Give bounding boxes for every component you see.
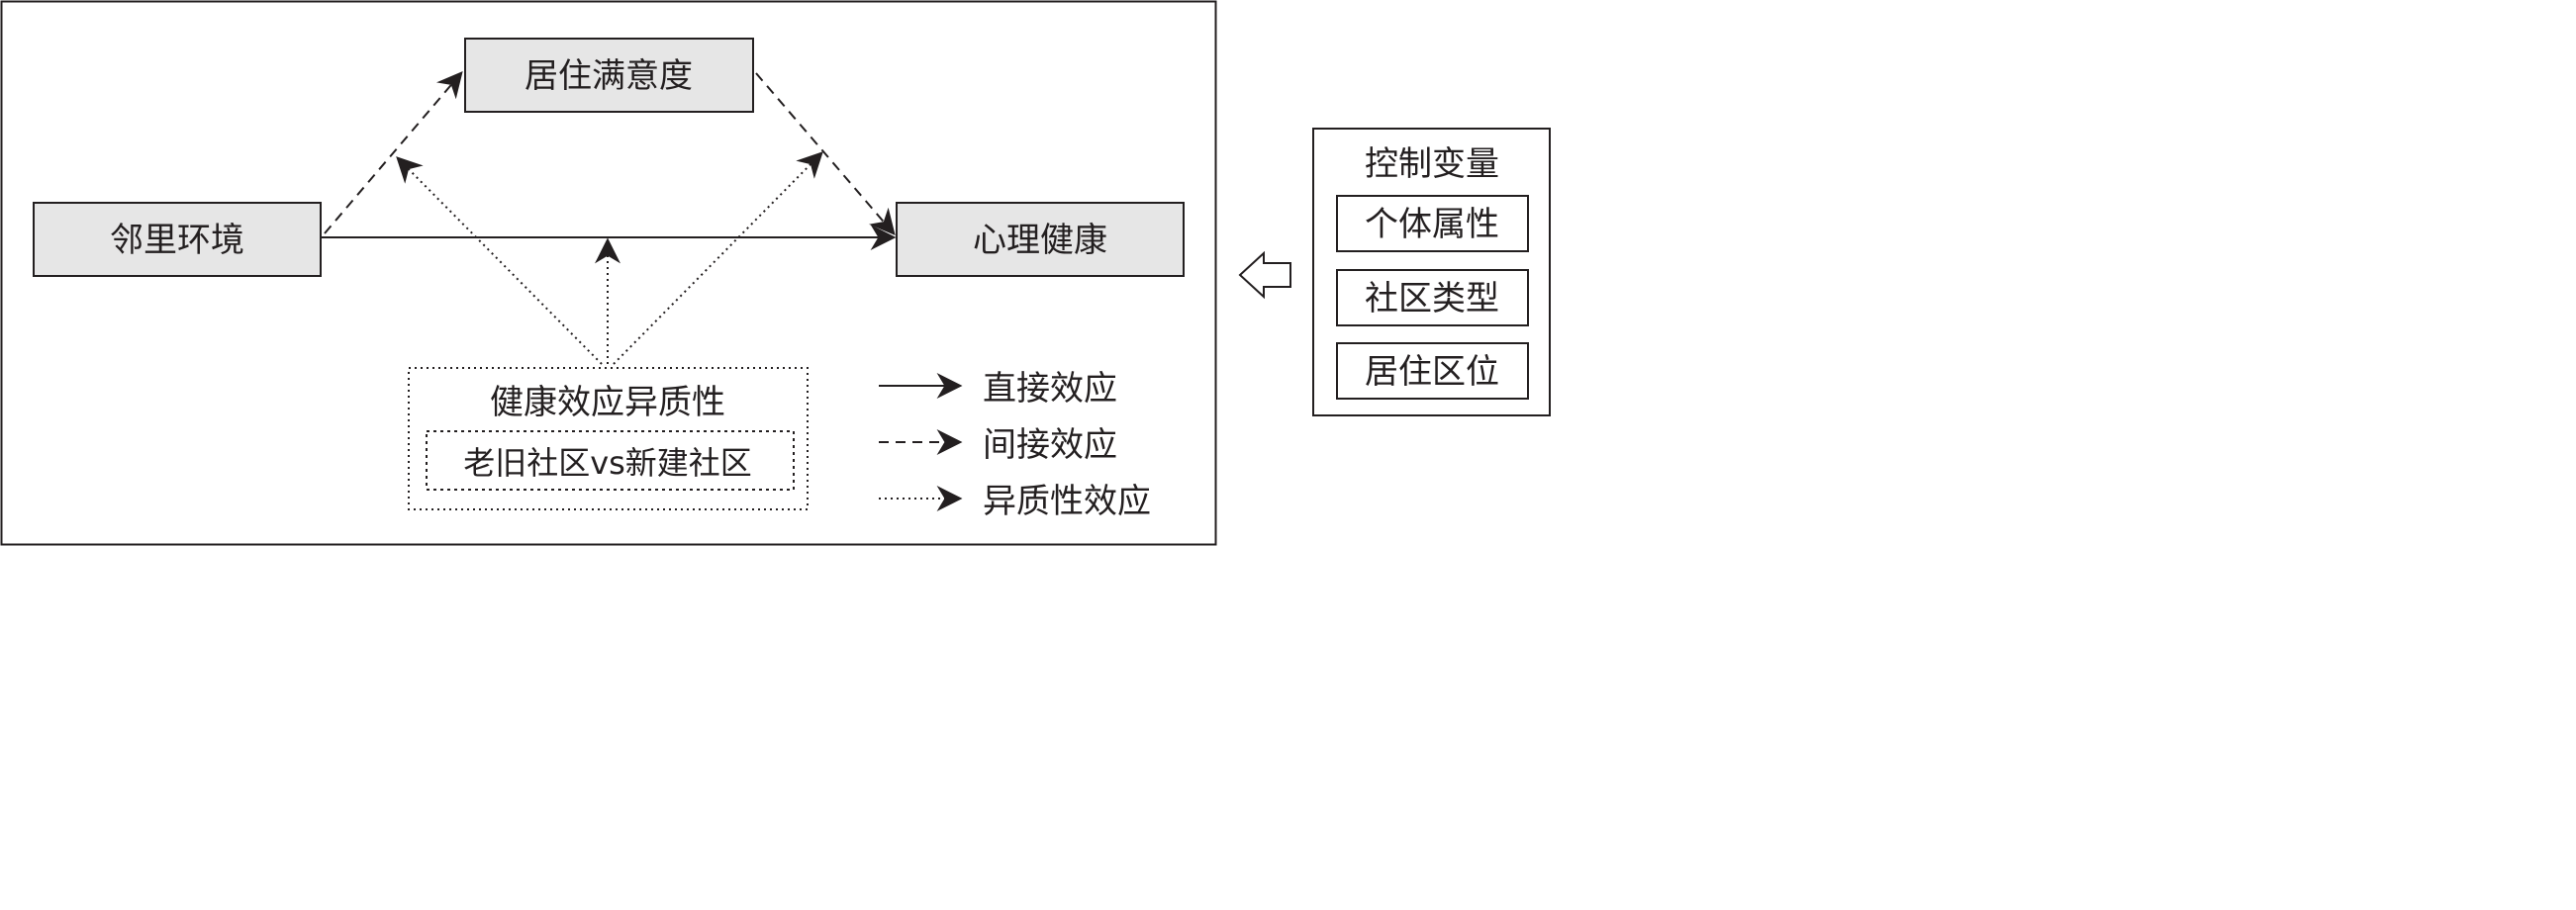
framework-diagram: 居住满意度 邻里环境 心理健康 健康效应异质性 老旧社区vs新建社区 直接效应 … bbox=[0, 0, 1551, 546]
node-residential-satisfaction-label: 居住满意度 bbox=[525, 56, 693, 96]
node-neighborhood-environment: 邻里环境 bbox=[33, 202, 322, 277]
arrow-indirect-to-mental-health bbox=[755, 72, 896, 235]
hollow-arrow-left-icon bbox=[1238, 250, 1291, 300]
control-item-community-type: 社区类型 bbox=[1365, 279, 1499, 318]
node-neighborhood-environment-label: 邻里环境 bbox=[110, 221, 244, 260]
comparison-box bbox=[426, 430, 795, 491]
comparison-label: 老旧社区vs新建社区 bbox=[463, 444, 752, 482]
control-item-box bbox=[1336, 342, 1529, 400]
control-item-box bbox=[1336, 195, 1529, 252]
node-mental-health-label: 心理健康 bbox=[973, 221, 1107, 260]
node-residential-satisfaction: 居住满意度 bbox=[464, 38, 754, 113]
arrow-indirect-to-satisfaction bbox=[324, 71, 463, 234]
control-item-box bbox=[1336, 269, 1529, 326]
control-item-location: 居住区位 bbox=[1365, 352, 1499, 392]
main-frame bbox=[0, 0, 1217, 546]
legend-heterogeneity-label: 异质性效应 bbox=[983, 482, 1151, 521]
arrow-heterogeneity-left bbox=[396, 156, 603, 365]
node-mental-health: 心理健康 bbox=[896, 202, 1185, 277]
legend-indirect-label: 间接效应 bbox=[983, 425, 1117, 465]
control-item-individual: 个体属性 bbox=[1365, 205, 1499, 244]
node-heterogeneity: 健康效应异质性 老旧社区vs新建社区 bbox=[408, 367, 809, 510]
arrow-heterogeneity-right bbox=[613, 151, 823, 365]
legend: 直接效应 间接效应 异质性效应 bbox=[879, 369, 1151, 521]
node-heterogeneity-label: 健康效应异质性 bbox=[490, 383, 725, 422]
legend-direct-label: 直接效应 bbox=[983, 369, 1117, 409]
controls-title: 控制变量 bbox=[1365, 144, 1499, 184]
controls-panel: 控制变量 个体属性 社区类型 居住区位 bbox=[1312, 128, 1551, 416]
